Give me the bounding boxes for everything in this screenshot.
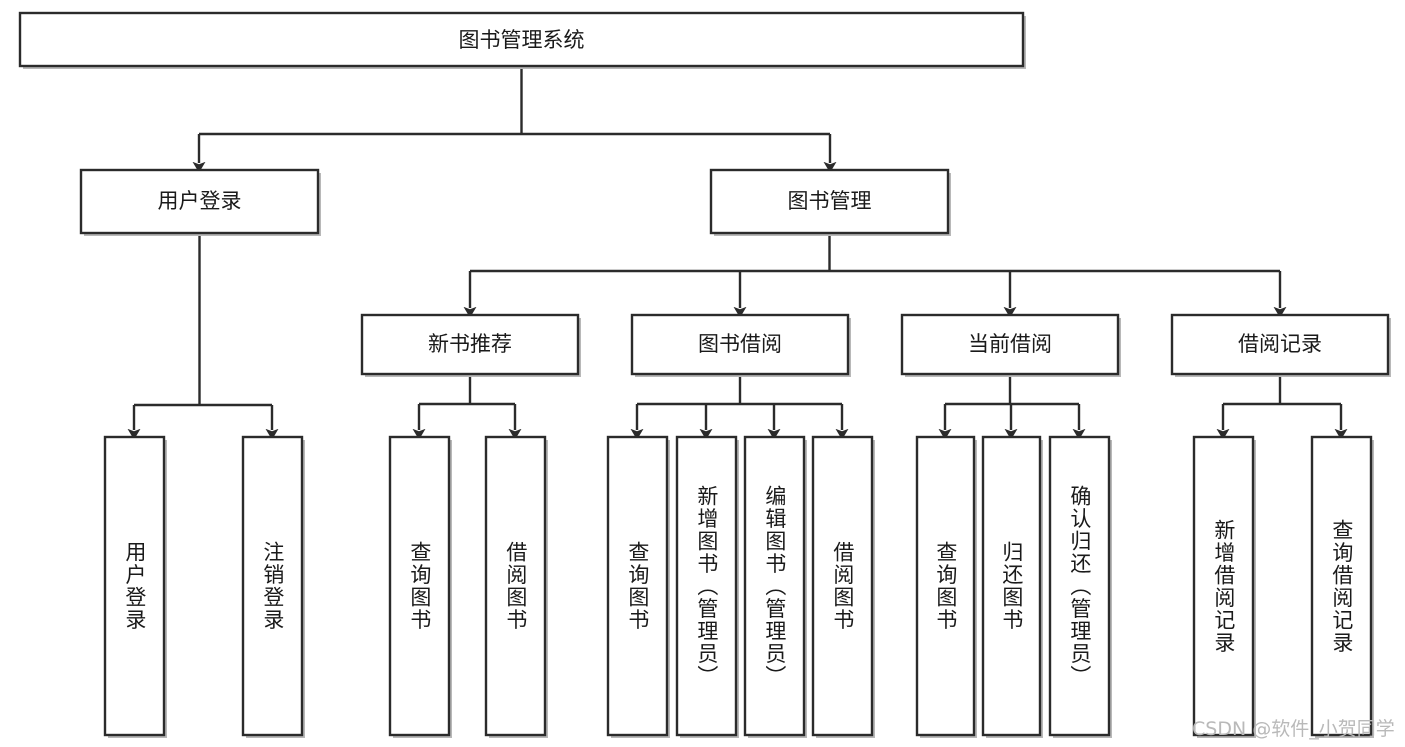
node-current-borrow-label: 当前借阅 (968, 332, 1052, 356)
leaf-boxes (103, 435, 1374, 738)
connector-group-root-to-level2 (192, 66, 837, 173)
node-root[interactable]: 图书管理系统 (18, 11, 1026, 69)
node-new-book-rec-label: 新书推荐 (428, 332, 512, 356)
connector-group-user-login-to-leaves (127, 233, 279, 440)
node-book-borrow-box[interactable] (630, 313, 850, 376)
connector-group-borrow-record-to-leaves (1216, 374, 1348, 440)
leaf-add-book-box[interactable] (675, 435, 738, 737)
node-current-borrow-box[interactable] (900, 313, 1120, 376)
node-user-login[interactable]: 用户登录 (79, 168, 321, 236)
csdn-watermark: CSDN @软件_小贺同学 (1192, 718, 1395, 740)
node-new-book-rec-box[interactable] (360, 313, 580, 376)
leaf-return-book-box[interactable] (981, 435, 1042, 737)
node-borrow-record[interactable]: 借阅记录 (1170, 313, 1391, 377)
leaf-add-record-box[interactable] (1192, 435, 1255, 737)
leaf-borrow-book-box[interactable] (811, 435, 874, 737)
node-root-label: 图书管理系统 (459, 28, 585, 52)
leaf-confirm-return-box[interactable] (1048, 435, 1111, 737)
leaf-query-book-box[interactable] (606, 435, 669, 737)
node-book-manage[interactable]: 图书管理 (709, 168, 951, 236)
leaf-borrow-book-rec-box[interactable] (484, 435, 547, 737)
leaf-logout-box[interactable] (241, 435, 304, 737)
node-book-manage-box[interactable] (709, 168, 950, 235)
node-root-box[interactable] (18, 11, 1025, 68)
connector-group-new-book-rec-to-leaves (412, 374, 522, 440)
leaf-edit-book-box[interactable] (743, 435, 806, 737)
node-borrow-record-box[interactable] (1170, 313, 1390, 376)
node-user-login-box[interactable] (79, 168, 320, 235)
node-user-login-label: 用户登录 (158, 189, 242, 213)
node-book-manage-label: 图书管理 (788, 189, 872, 213)
leaf-query-record-box[interactable] (1310, 435, 1373, 737)
connector-group-book-borrow-to-leaves (630, 374, 849, 440)
leaf-user-login-box[interactable] (103, 435, 166, 737)
node-current-borrow[interactable]: 当前借阅 (900, 313, 1121, 377)
node-book-borrow[interactable]: 图书借阅 (630, 313, 851, 377)
leaf-query-book-cur-box[interactable] (915, 435, 976, 737)
leaf-query-book-rec-box[interactable] (388, 435, 451, 737)
node-new-book-rec[interactable]: 新书推荐 (360, 313, 581, 377)
node-book-borrow-label: 图书借阅 (698, 332, 782, 356)
connector-group-current-borrow-to-leaves (938, 374, 1086, 440)
node-borrow-record-label: 借阅记录 (1238, 332, 1322, 356)
connector-group-book-manage-to-level3 (463, 233, 1287, 318)
